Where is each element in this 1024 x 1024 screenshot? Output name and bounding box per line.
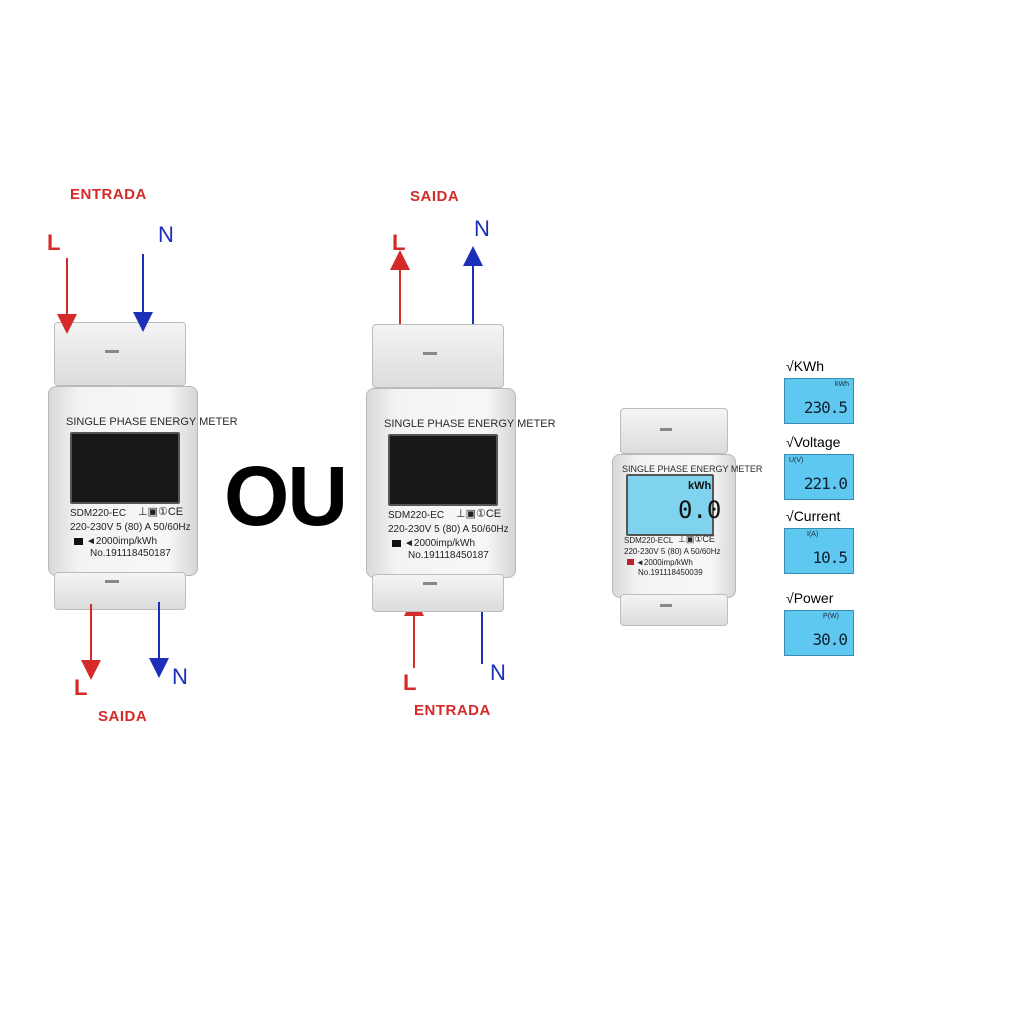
meter-small-led [627, 559, 634, 565]
reading-current-display: I(A) 10.5 [784, 528, 854, 574]
meter-small-reading: 0.0 [678, 496, 722, 524]
meter-small-display [626, 474, 714, 536]
meter-small-serial: No.191118450039 [638, 568, 703, 577]
reading-power-title: √Power [786, 590, 834, 606]
left-top-neutral-label: N [158, 222, 174, 247]
meter-left-title: SINGLE PHASE ENERGY METER [66, 416, 238, 428]
reading-voltage-display: U(V) 221.0 [784, 454, 854, 500]
meter-left-symbols: ⊥▣①CE [138, 506, 184, 518]
right-top-line-label: L [392, 230, 406, 255]
meter-small-rating: 220-230V 5 (80) A 50/60Hz [624, 547, 721, 556]
right-top-neutral-label: N [474, 216, 490, 241]
meter-right-led [392, 540, 401, 547]
meter-left-rating: 220-230V 5 (80) A 50/60Hz [70, 522, 191, 533]
meter-right: SINGLE PHASE ENERGY METER SDM220-EC ⊥▣①C… [366, 324, 556, 612]
meter-right-symbols: ⊥▣①CE [456, 508, 502, 520]
meter-small: SINGLE PHASE ENERGY METER kWh 0.0 SDM220… [612, 408, 762, 626]
meter-right-title: SINGLE PHASE ENERGY METER [384, 418, 556, 430]
meter-left-led [74, 538, 83, 545]
meter-left-impulse: ◄2000imp/kWh [86, 536, 158, 547]
meter-small-symbols: ⊥▣①CE [678, 534, 715, 544]
right-bottom-neutral-label: N [490, 660, 506, 685]
left-bottom-neutral-label: N [172, 664, 188, 689]
meter-right-model: SDM220-EC [388, 510, 445, 521]
left-top-line-label: L [47, 230, 61, 255]
right-bottom-line-label: L [403, 670, 417, 695]
meter-small-unit: kWh [688, 480, 712, 492]
reading-power-display: P(W) 30.0 [784, 610, 854, 656]
meter-right-impulse: ◄2000imp/kWh [404, 538, 476, 549]
left-top-label: ENTRADA [70, 186, 147, 203]
right-top-label: SAIDA [410, 188, 460, 205]
reading-current-title: √Current [786, 508, 841, 524]
meter-small-bottom-cap [620, 594, 728, 626]
meter-small-impulse: ◄2000imp/kWh [636, 558, 693, 567]
or-word: OU [224, 449, 348, 543]
reading-kwh-title: √KWh [786, 358, 825, 374]
reading-kwh-display: kWh 230.5 [784, 378, 854, 424]
reading-voltage-title: √Voltage [786, 434, 841, 450]
meter-left-display [70, 432, 180, 504]
meter-left-bottom-cap [54, 572, 186, 610]
meter-right-bottom-cap [372, 574, 504, 612]
meter-right-rating: 220-230V 5 (80) A 50/60Hz [388, 524, 509, 535]
meter-small-model: SDM220-ECL [624, 536, 674, 545]
meter-small-title: SINGLE PHASE ENERGY METER [622, 464, 763, 474]
meter-left-serial: No.191118450187 [90, 548, 171, 559]
meter-right-serial: No.191118450187 [408, 550, 489, 561]
left-bottom-label: SAIDA [98, 708, 148, 725]
right-bottom-label: ENTRADA [414, 702, 491, 719]
meter-right-top-cap [372, 324, 504, 388]
left-bottom-line-label: L [74, 675, 88, 700]
meter-left-model: SDM220-EC [70, 508, 127, 519]
meter-small-top-cap [620, 408, 728, 454]
meter-right-display [388, 434, 498, 506]
